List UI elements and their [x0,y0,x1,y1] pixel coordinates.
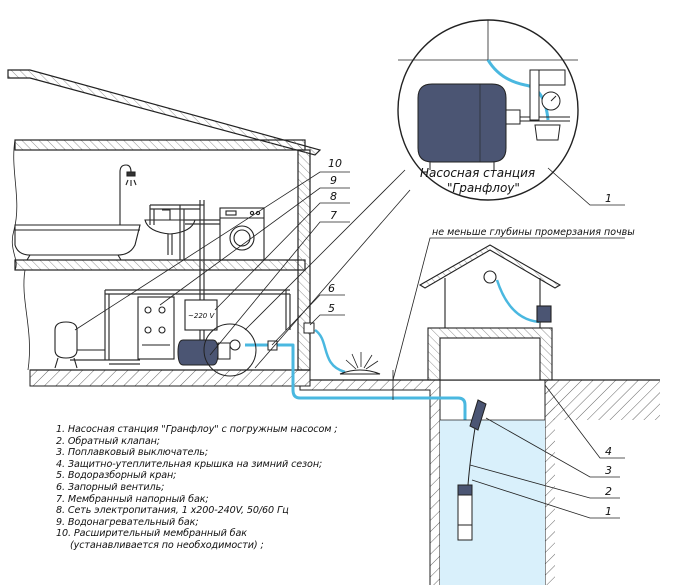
callout-8: 8 [330,190,337,203]
legend-item-1: 1. Насосная станция "Гранфлоу" с погружн… [56,424,338,435]
legend-item-3: 3. Поплавковый выключатель; [56,447,208,459]
callout-1-bottom: 1 [605,505,612,518]
washing-machine-icon [219,207,265,261]
callout-4: 4 [605,445,612,458]
house-pipes [70,200,291,365]
bathtub-icon [14,224,141,261]
well-icon [440,399,545,585]
callout-6: 6 [328,282,335,295]
expansion-tank [54,321,105,369]
legend-item-8: 8. Сеть электропитания, 1 x200-240V, 50/… [56,505,289,517]
legend: 1. Насосная станция "Гранфлоу" с погружн… [56,424,386,552]
legend-item-6: 6. Запорный вентиль; [56,481,165,493]
legend-item-2: 2. Обратный клапан; [56,435,160,447]
callout-3: 3 [605,464,612,477]
voltage-label: ~220 V [188,312,215,320]
station-title-line1: Насосная станция [420,166,535,180]
callout-10: 10 [328,157,342,170]
detail-leader [244,169,411,369]
frost-depth-label: не меньше глубины промерзания почвы [432,227,635,238]
callout-7: 7 [330,209,337,222]
shower-icon [119,164,137,225]
legend-item-7: 7. Мембранный напорный бак; [56,493,209,505]
callout-1-top: 1 [605,192,612,205]
pumping-station-icon [177,323,257,377]
callout-9: 9 [330,174,337,187]
pumping-station-detail: Насосная станция "Гранфлоу" [397,19,579,201]
callout-2: 2 [605,485,612,498]
legend-item-9: 9. Водонагревательный бак; [56,516,199,528]
garden-sprinkler-icon [314,328,381,375]
pressure-gauge-icon [541,91,561,111]
valves [267,322,315,351]
legend-item-10: 10. Расширительный мембранный бак [56,528,247,540]
water-heater-tank [137,296,175,360]
legend-item-10-note: (устанавливается по необходимости) ; [70,539,264,551]
legend-item-4: 4. Защитно-утеплительная крышка на зимни… [56,458,323,470]
well-cover-roof-icon [418,244,562,381]
callout-leaders [74,167,625,519]
station-title-line2: "Гранфлоу" [447,181,520,195]
sink [144,209,196,255]
callout-5: 5 [328,302,335,315]
legend-item-5: 5. Водоразборный кран; [56,470,177,482]
water-pipes [245,343,467,480]
power-supply-box: ~220 V [184,299,218,331]
house-section-icon [7,69,322,371]
